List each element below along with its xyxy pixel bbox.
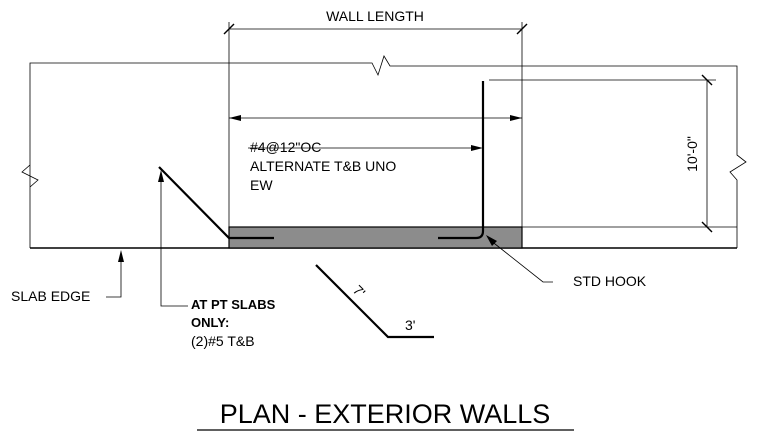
std-hook-arrow <box>486 235 497 246</box>
spacing-arrow-right <box>510 115 522 121</box>
pt-note-line2: ONLY: <box>191 315 229 330</box>
slab-edge-leader <box>106 262 122 298</box>
slab-outline <box>21 55 747 248</box>
rebar-spec-line3: EW <box>250 177 273 193</box>
spacing-arrow-left <box>229 115 241 121</box>
extension-lines <box>228 22 716 227</box>
pt-note-line1: AT PT SLABS <box>191 297 276 312</box>
drawing-title: PLAN - EXTERIOR WALLS <box>220 399 551 429</box>
pt-note-arrow <box>158 170 164 182</box>
pt-note-line3: (2)#5 T&B <box>191 333 255 349</box>
slab-edge-arrow <box>118 250 124 262</box>
vertical-rebar <box>438 81 485 240</box>
bar-leg-long-label: 7' <box>350 282 369 301</box>
rebar-spec-line1: #4@12"OC <box>250 139 321 155</box>
height-dim-label: 10'-0" <box>684 136 700 172</box>
wall-length-dimension <box>223 23 528 35</box>
height-dimension <box>701 74 713 233</box>
rebar-spec-line2: ALTERNATE T&B UNO <box>250 158 396 174</box>
pt-slab-bent-bar <box>158 166 274 240</box>
slab-edge-label: SLAB EDGE <box>11 288 90 304</box>
bar-leg-short-label: 3' <box>405 317 415 333</box>
pt-note-leader <box>160 181 188 307</box>
std-hook-leader <box>489 239 553 283</box>
wall-length-label: WALL LENGTH <box>326 8 424 24</box>
bar-detail <box>315 264 434 339</box>
std-hook-label: STD HOOK <box>573 273 647 289</box>
spec-leader-arrow <box>471 145 483 151</box>
